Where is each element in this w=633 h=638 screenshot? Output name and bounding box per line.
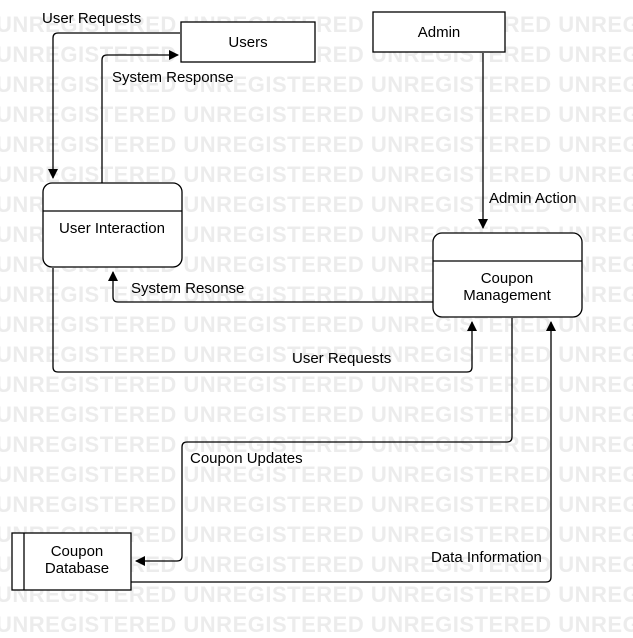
edge-label-user-requests-bottom: User Requests xyxy=(292,350,391,367)
node-coupon-management-line1: Coupon xyxy=(481,270,534,287)
edge-label-coupon-updates: Coupon Updates xyxy=(190,450,303,467)
node-users[interactable]: Users xyxy=(180,21,316,63)
node-coupon-database-line2: Database xyxy=(45,560,109,577)
edge-coupon-management-to-database xyxy=(135,318,513,566)
edge-user-interaction-to-coupon-management xyxy=(52,268,477,373)
edge-user-interaction-to-users xyxy=(101,50,179,183)
edge-users-to-user-interaction xyxy=(48,32,180,179)
node-admin[interactable]: Admin xyxy=(372,11,506,53)
edge-label-data-information: Data Information xyxy=(431,549,542,566)
edge-label-admin-action: Admin Action xyxy=(489,190,577,207)
edge-coupon-management-to-user-interaction xyxy=(108,271,433,303)
edge-database-to-coupon-management xyxy=(131,321,556,583)
node-coupon-management-line2: Management xyxy=(463,287,551,304)
edge-label-system-resonse: System Resonse xyxy=(131,280,244,297)
edge-label-system-response: System Response xyxy=(112,69,234,86)
node-coupon-database[interactable]: Coupon Database xyxy=(11,532,132,591)
node-coupon-database-line1: Coupon xyxy=(51,543,104,560)
node-users-label: Users xyxy=(228,34,267,51)
node-user-interaction-label: User Interaction xyxy=(59,220,165,237)
node-user-interaction[interactable]: User Interaction xyxy=(42,182,183,268)
edge-label-user-requests-top: User Requests xyxy=(42,10,141,27)
node-coupon-management[interactable]: Coupon Management xyxy=(432,232,583,318)
node-admin-label: Admin xyxy=(418,24,461,41)
